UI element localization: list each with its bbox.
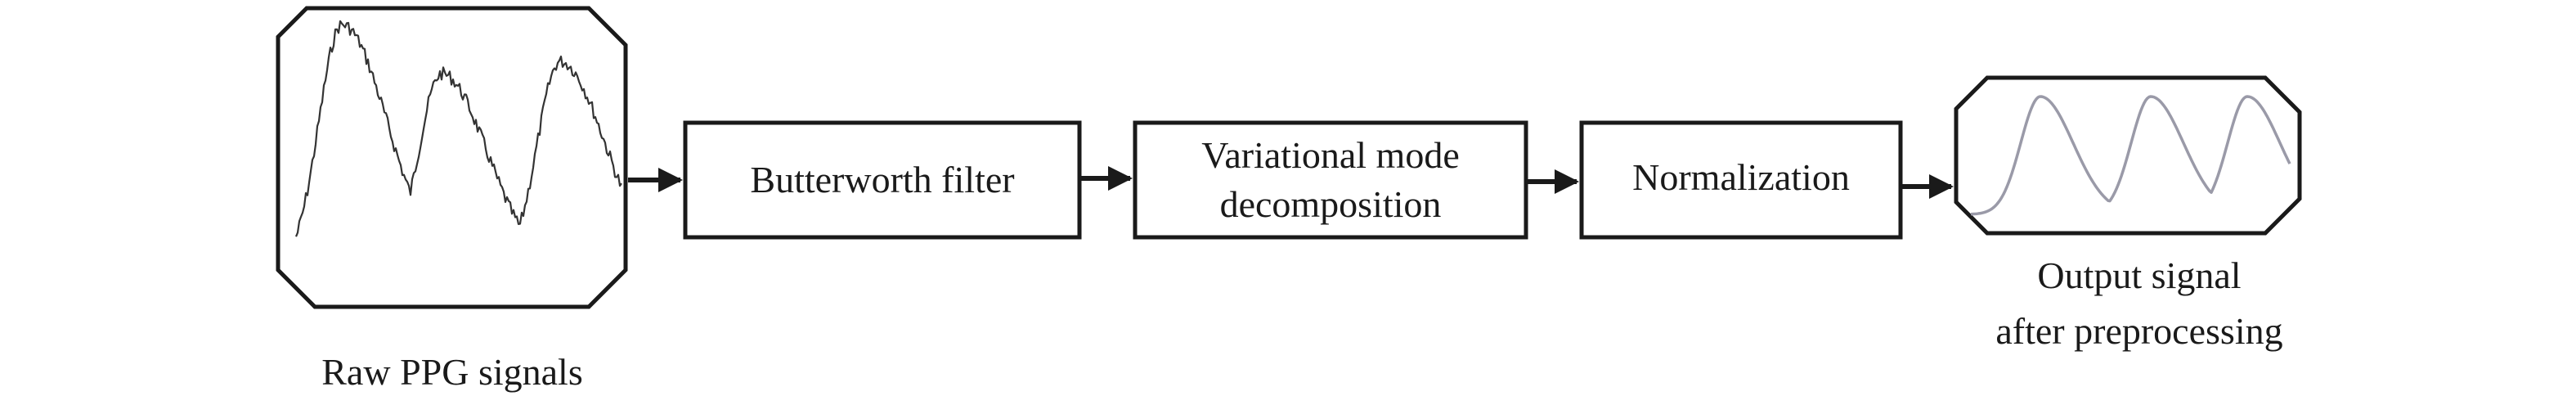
raw-ppg-waveform bbox=[294, 20, 622, 237]
vmd-block: Variational mode decomposition bbox=[1133, 120, 1528, 240]
vmd-label-line-2: decomposition bbox=[1220, 183, 1442, 225]
raw-ppg-frame bbox=[276, 6, 628, 309]
normalization-block: Normalization bbox=[1579, 120, 1903, 240]
vmd-label-line-1: Variational mode bbox=[1201, 134, 1460, 176]
butterworth-filter-label: Butterworth filter bbox=[750, 159, 1014, 200]
output-caption-line-2: after preprocessing bbox=[1995, 310, 2282, 352]
output-signal-panel bbox=[1954, 75, 2302, 236]
normalization-box bbox=[1579, 120, 1903, 240]
output-signal-waveform bbox=[1970, 95, 2291, 216]
raw-ppg-caption: Raw PPG signals bbox=[321, 351, 582, 393]
normalization-label: Normalization bbox=[1632, 156, 1850, 198]
butterworth-filter-box bbox=[683, 120, 1082, 240]
output-caption-line-1: Output signal bbox=[2037, 254, 2241, 296]
butterworth-filter-block: Butterworth filter bbox=[683, 120, 1082, 240]
raw-ppg-panel bbox=[276, 6, 628, 309]
